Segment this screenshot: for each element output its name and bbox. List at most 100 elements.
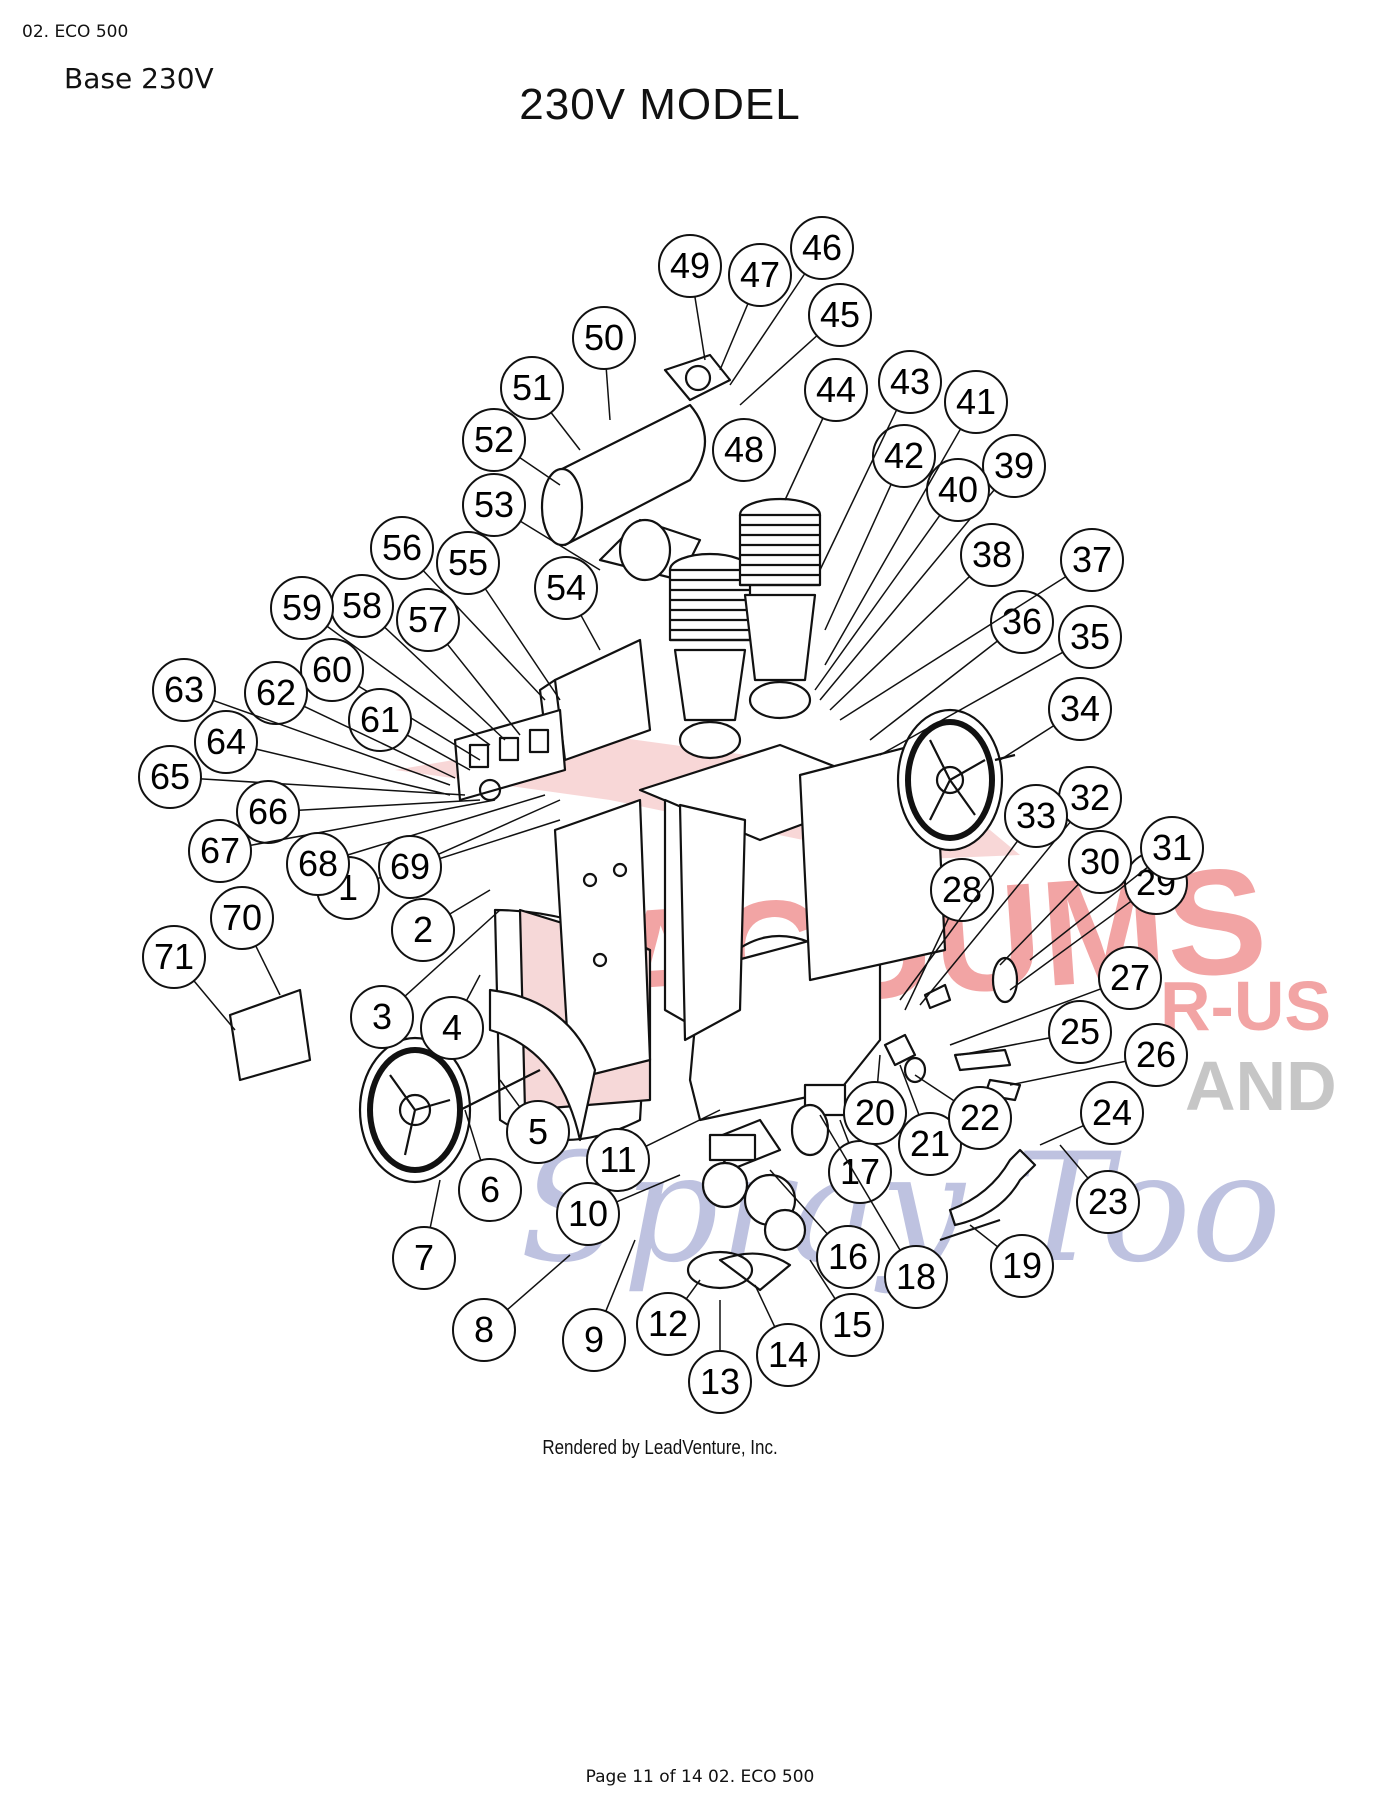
- callout-leader-12: [685, 1279, 701, 1300]
- callout-leader-70: [255, 945, 281, 996]
- watermark-suffix-a: R-US: [1160, 967, 1331, 1045]
- callout-33: 33: [899, 784, 1068, 1001]
- callout-circle-41: [944, 370, 1008, 434]
- callout-circle-18: [884, 1245, 948, 1309]
- callout-3: 3: [350, 909, 501, 1049]
- callout-circle-57: [396, 588, 460, 652]
- right-wheel: [896, 708, 1016, 852]
- callout-number-24: 24: [1092, 1092, 1132, 1133]
- callout-58: 58: [330, 574, 506, 741]
- callout-circle-53: [462, 473, 526, 537]
- callout-number-41: 41: [956, 381, 996, 422]
- callout-circle-65: [138, 745, 202, 809]
- callout-number-36: 36: [1002, 601, 1042, 642]
- callout-leader-52: [519, 456, 561, 486]
- callout-54: 54: [534, 556, 601, 651]
- callout-leader-29: [1009, 900, 1132, 991]
- callout-leader-59: [326, 625, 491, 746]
- callout-number-25: 25: [1060, 1011, 1100, 1052]
- callout-number-60: 60: [312, 649, 352, 690]
- callout-number-50: 50: [584, 317, 624, 358]
- callout-circle-70: [210, 886, 274, 950]
- callout-circle-66: [236, 780, 300, 844]
- callout-circle-44: [804, 358, 868, 422]
- callout-circle-26: [1124, 1023, 1188, 1087]
- callout-leader-10: [616, 1174, 681, 1203]
- callout-number-27: 27: [1110, 957, 1150, 998]
- callout-circle-9: [562, 1308, 626, 1372]
- cover-plate: [228, 988, 312, 1082]
- callout-number-31: 31: [1152, 827, 1192, 868]
- callout-circle-39: [982, 434, 1046, 498]
- callout-number-46: 46: [802, 227, 842, 268]
- callout-circle-11: [586, 1128, 650, 1192]
- callout-leader-26: [1009, 1060, 1126, 1086]
- callout-19: 19: [969, 1224, 1054, 1298]
- callout-circle-20: [843, 1081, 907, 1145]
- callout-number-71: 71: [154, 936, 194, 977]
- callout-circle-68: [286, 832, 350, 896]
- callout-37: 37: [839, 528, 1124, 721]
- callout-leader-21: [899, 1064, 920, 1116]
- callout-circle-45: [808, 283, 872, 347]
- callout-51: 51: [500, 356, 581, 451]
- callout-48: 48: [712, 418, 776, 482]
- callout-41: 41: [824, 370, 1008, 666]
- callout-circle-22: [948, 1086, 1012, 1150]
- callout-number-15: 15: [832, 1304, 872, 1345]
- callout-number-58: 58: [342, 585, 382, 626]
- callout-44: 44: [784, 358, 868, 501]
- callout-50: 50: [572, 306, 636, 421]
- callout-61: 61: [348, 688, 471, 771]
- callout-leader-69: [437, 799, 561, 856]
- callout-circle-16: [816, 1225, 880, 1289]
- callout-number-61: 61: [360, 699, 400, 740]
- callout-number-70: 70: [222, 897, 262, 938]
- callout-leader-7: [429, 1179, 441, 1228]
- callout-47: 47: [719, 243, 792, 371]
- callout-leader-16: [769, 1169, 828, 1235]
- callout-24: 24: [1039, 1081, 1144, 1146]
- heat-coil-left: [668, 552, 752, 760]
- callout-circle-21: [898, 1112, 962, 1176]
- callout-number-59: 59: [282, 587, 322, 628]
- callout-circle-15: [820, 1293, 884, 1357]
- callout-number-53: 53: [474, 484, 514, 525]
- callout-leader-8: [506, 1254, 571, 1311]
- callout-number-18: 18: [896, 1256, 936, 1297]
- callout-leader-47: [719, 303, 749, 371]
- callout-number-67: 67: [200, 830, 240, 871]
- callout-leader-15: [809, 1259, 836, 1300]
- callout-22: 22: [914, 1074, 1012, 1150]
- callout-leader-3: [404, 909, 501, 997]
- callout-circle-14: [756, 1323, 820, 1387]
- callout-49: 49: [658, 234, 722, 361]
- callout-number-63: 63: [164, 669, 204, 710]
- callout-leader-4: [465, 974, 481, 1001]
- callout-26: 26: [1009, 1023, 1188, 1087]
- callout-10: 10: [556, 1174, 681, 1246]
- callout-leader-71: [193, 980, 236, 1031]
- callout-circle-55: [436, 531, 500, 595]
- callout-leader-37: [839, 575, 1067, 721]
- callout-leader-40: [814, 514, 941, 691]
- callout-number-12: 12: [648, 1303, 688, 1344]
- callout-circle-52: [462, 408, 526, 472]
- callout-59: 59: [270, 576, 491, 746]
- callout-circle-69: [378, 835, 442, 899]
- fender-curve: [488, 988, 597, 1142]
- callout-leader-65: [200, 778, 466, 796]
- callout-16: 16: [769, 1169, 880, 1289]
- callout-28: 28: [904, 858, 994, 1011]
- callout-circle-6: [458, 1158, 522, 1222]
- callout-number-49: 49: [670, 245, 710, 286]
- callout-leader-19: [969, 1224, 999, 1248]
- callout-number-6: 6: [480, 1169, 500, 1210]
- callout-circle-25: [1048, 1000, 1112, 1064]
- callout-35: 35: [879, 605, 1122, 756]
- left-wheel: [358, 1036, 541, 1184]
- callout-leader-55: [484, 588, 561, 701]
- callout-number-66: 66: [248, 791, 288, 832]
- callout-circle-47: [728, 243, 792, 307]
